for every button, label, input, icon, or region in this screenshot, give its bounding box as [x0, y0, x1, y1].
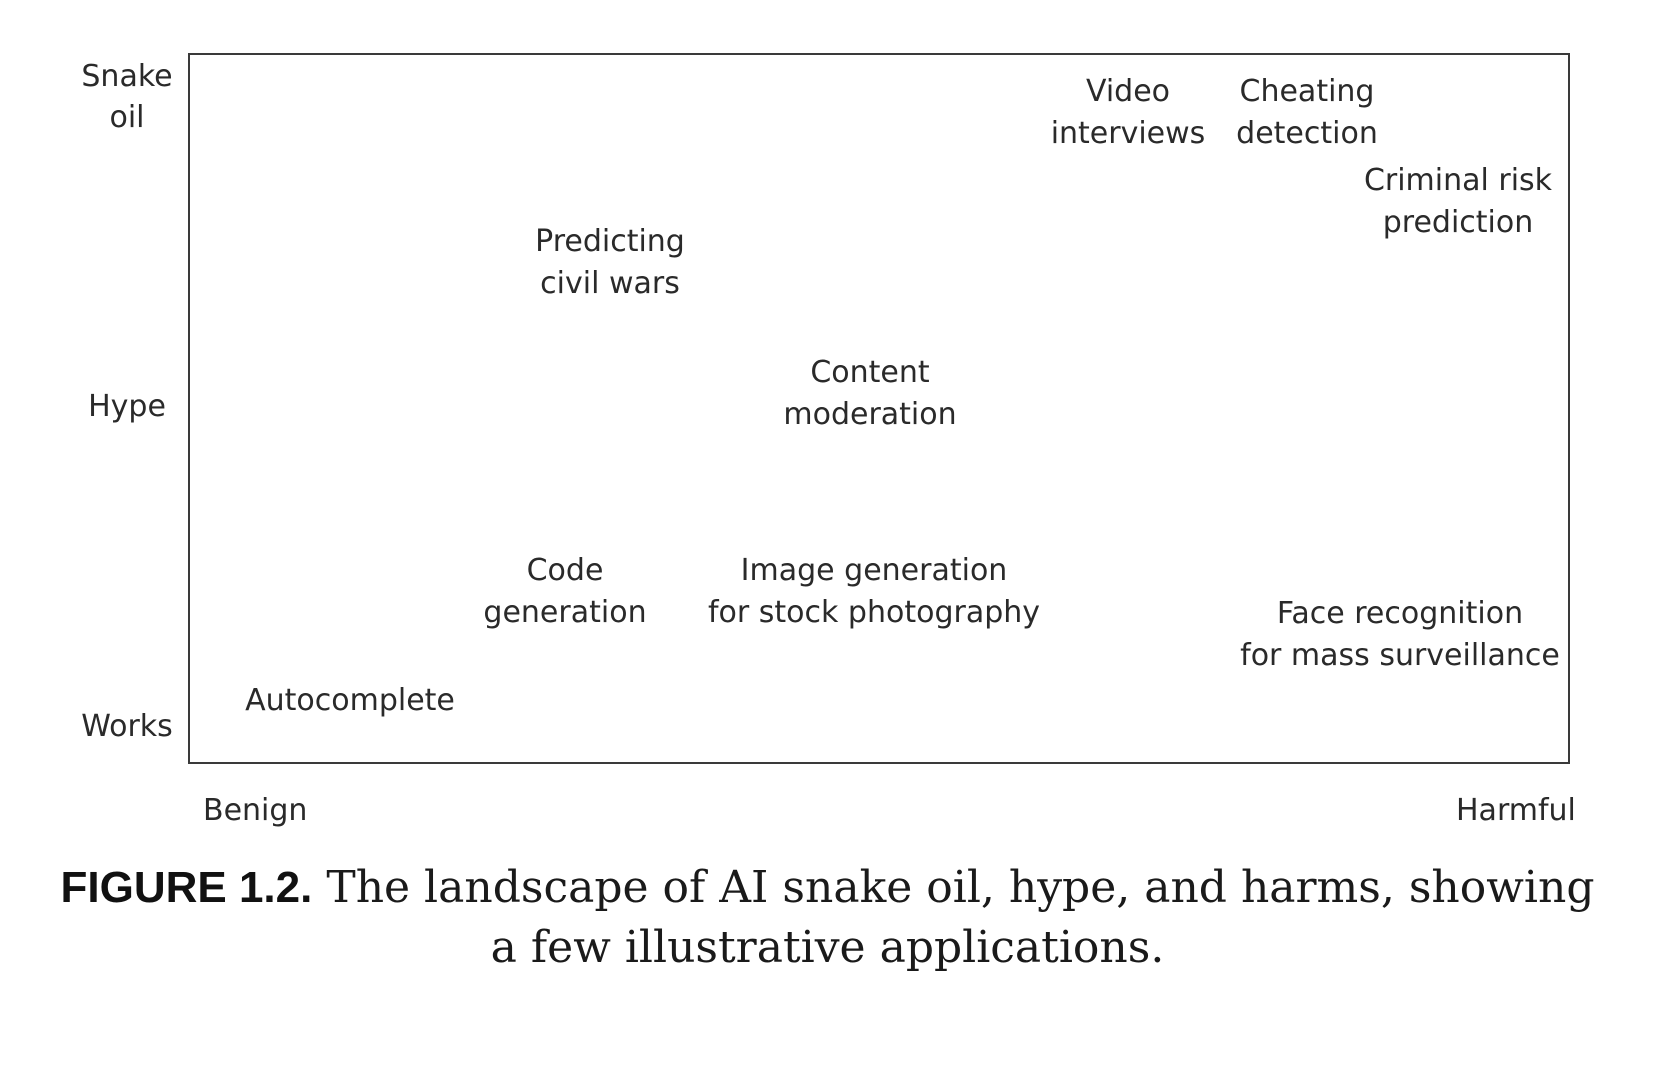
- app-label-line: Code: [526, 553, 604, 588]
- app-label-code-generation: Code generation: [483, 550, 646, 634]
- app-label-line: Image generation: [740, 553, 1008, 588]
- app-label-content-moderation: Content moderation: [783, 352, 956, 436]
- x-axis-label-benign: Benign: [203, 793, 308, 828]
- app-label-line: Video: [1085, 74, 1171, 109]
- app-label-face-recognition: Face recognition for mass surveillance: [1240, 593, 1560, 677]
- app-label-line: for stock photography: [707, 595, 1041, 630]
- app-label-line: moderation: [783, 397, 957, 432]
- app-label-line: Criminal risk: [1363, 163, 1553, 198]
- app-label-line: detection: [1236, 116, 1378, 151]
- figure-caption-text: The landscape of AI snake oil, hype, and…: [326, 862, 1595, 973]
- app-label-line: prediction: [1382, 205, 1534, 240]
- figure-caption-label: FIGURE 1.2.: [60, 863, 313, 912]
- app-label-criminal-risk-prediction: Criminal risk prediction: [1364, 160, 1552, 244]
- x-axis-label-harmful: Harmful: [1456, 793, 1576, 828]
- app-label-line: Cheating: [1239, 74, 1375, 109]
- app-label-video-interviews: Video interviews: [1051, 71, 1206, 155]
- app-label-predicting-civil-wars: Predicting civil wars: [535, 221, 685, 305]
- app-label-autocomplete: Autocomplete: [245, 680, 455, 722]
- app-label-cheating-detection: Cheating detection: [1236, 71, 1378, 155]
- app-label-line: Predicting: [535, 224, 685, 259]
- y-axis-label-hype: Hype: [88, 389, 166, 424]
- app-label-line: Content: [810, 355, 930, 390]
- app-label-image-generation: Image generation for stock photography: [708, 550, 1040, 634]
- plot-frame: [188, 53, 1570, 764]
- app-label-line: interviews: [1050, 116, 1206, 151]
- figure-caption: FIGURE 1.2. The landscape of AI snake oi…: [60, 858, 1595, 978]
- app-label-line: for mass surveillance: [1240, 638, 1560, 673]
- app-label-line: civil wars: [540, 266, 680, 301]
- app-label-line: Face recognition: [1276, 596, 1524, 631]
- y-axis-label-works: Works: [81, 709, 173, 744]
- app-label-line: Autocomplete: [245, 683, 455, 718]
- y-axis-label-snake-oil: Snake oil: [52, 56, 202, 139]
- app-label-line: generation: [483, 595, 647, 630]
- y-axis-label-snake-oil-line-2: oil: [109, 100, 145, 135]
- y-axis-label-snake-oil-line-1: Snake: [81, 59, 173, 94]
